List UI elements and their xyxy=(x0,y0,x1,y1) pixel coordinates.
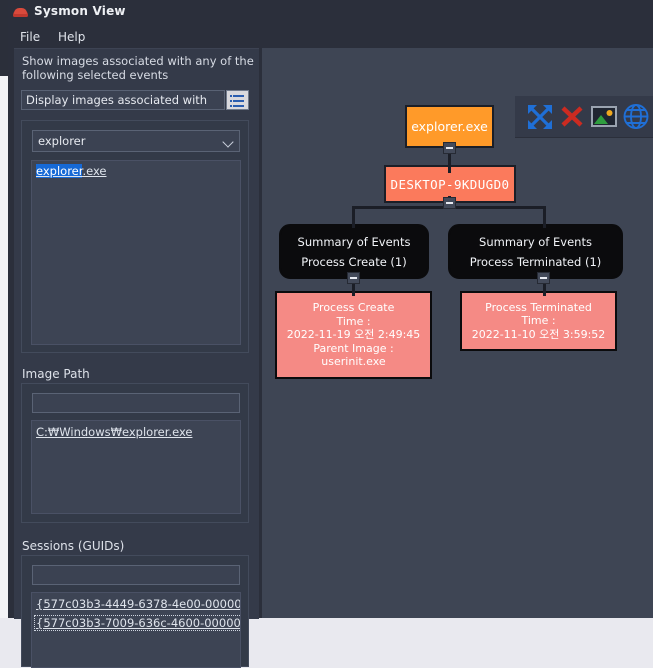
event-left-line5: userinit.exe xyxy=(321,355,386,369)
list-item[interactable]: {577c03b3-7009-636c-4600-000000000… xyxy=(34,615,240,631)
edge-summary-right-event xyxy=(543,276,546,296)
graph-toolbar xyxy=(515,96,653,138)
sessions-group: {577c03b3-4449-6378-4e00-000000000… {577… xyxy=(21,555,249,668)
event-right-line2: Time : xyxy=(521,314,556,328)
image-path-list[interactable]: C:₩Windows₩explorer.exe xyxy=(31,420,241,514)
close-x-glyph xyxy=(561,106,583,127)
globe-icon[interactable] xyxy=(621,102,651,131)
menu-item-help[interactable]: Help xyxy=(58,30,86,44)
image-name-rest: .exe xyxy=(82,164,107,178)
node-summary-left-line1: Summary of Events xyxy=(297,234,411,249)
list-item[interactable]: {577c03b3-4449-6378-4e00-000000000… xyxy=(36,597,241,611)
event-left-line3: 2022-11-19 오전 2:49:45 xyxy=(286,328,421,342)
image-filter-value: explorer xyxy=(38,134,86,148)
collapse-handle-host[interactable] xyxy=(443,197,456,209)
node-event-left[interactable]: Process Create Time : 2022-11-19 오전 2:49… xyxy=(275,291,432,379)
sidebar-hint: Show images associated with any of the f… xyxy=(22,54,254,82)
node-summary-right-line1: Summary of Events xyxy=(479,234,592,249)
image-path-search-input[interactable] xyxy=(32,393,240,413)
edge-summary-left-event xyxy=(352,276,355,296)
node-summary-right[interactable]: Summary of Events Process Terminated (1) xyxy=(448,224,623,279)
list-item[interactable]: C:₩Windows₩explorer.exe xyxy=(36,425,193,439)
event-right-line1: Process Terminated xyxy=(485,300,592,314)
event-left-line4: Parent Image : xyxy=(313,341,394,355)
sysmon-dome-icon xyxy=(13,6,28,20)
graph-canvas[interactable]: explorer.exe DESKTOP-9KDUGD0 Summary of … xyxy=(261,48,653,618)
image-name-match: explorer xyxy=(36,164,83,178)
collapse-handle-summary-right[interactable] xyxy=(537,272,550,284)
edge-process-host xyxy=(448,148,451,173)
sessions-search-input[interactable] xyxy=(32,565,240,585)
window-title: Sysmon View xyxy=(34,4,126,18)
event-right-line3: 2022-11-10 오전 3:59:52 xyxy=(471,327,606,341)
image-glyph xyxy=(591,106,617,127)
node-summary-right-line2: Process Terminated (1) xyxy=(469,254,602,269)
sessions-list[interactable]: {577c03b3-4449-6378-4e00-000000000… {577… xyxy=(31,592,241,668)
edge-branch-right xyxy=(543,206,546,228)
close-x-icon[interactable] xyxy=(557,102,587,131)
node-host-label: DESKTOP-9KDUGD0 xyxy=(390,176,510,192)
node-event-right[interactable]: Process Terminated Time : 2022-11-10 오전 … xyxy=(460,291,617,351)
event-filter-row: Display images associated with xyxy=(21,90,249,110)
event-left-line1: Process Create xyxy=(312,301,395,315)
sidebar-hint-line2: following selected events xyxy=(22,68,169,82)
chevron-down-icon xyxy=(222,136,234,148)
image-path-label: Image Path xyxy=(22,367,90,381)
node-process-label: explorer.exe xyxy=(411,119,488,134)
menu-bar: File Help xyxy=(8,26,653,48)
image-filter-select[interactable]: explorer xyxy=(32,130,240,152)
sidebar-panel: Show images associated with any of the f… xyxy=(14,48,259,668)
title-bar: Sysmon View xyxy=(8,0,653,26)
image-path-group: C:₩Windows₩explorer.exe xyxy=(21,383,249,523)
sidebar-hint-line1: Show images associated with any of the xyxy=(22,54,254,68)
menu-item-file[interactable]: File xyxy=(20,30,41,44)
event-filter-input[interactable]: Display images associated with xyxy=(21,90,225,110)
collapse-handle-process[interactable] xyxy=(443,142,456,154)
image-icon[interactable] xyxy=(589,102,619,131)
image-group: explorer explorer.exe xyxy=(21,120,249,353)
expand-arrows-glyph xyxy=(528,105,552,129)
globe-glyph xyxy=(623,104,649,129)
list-item[interactable]: explorer.exe xyxy=(36,164,107,178)
main-window: Sysmon View File Help Show images associ… xyxy=(8,0,653,668)
collapse-handle-summary-left[interactable] xyxy=(347,272,360,284)
image-list[interactable]: explorer.exe xyxy=(31,160,241,345)
expand-arrows-icon[interactable] xyxy=(525,102,555,131)
event-left-line2: Time : xyxy=(336,314,371,328)
node-summary-left[interactable]: Summary of Events Process Create (1) xyxy=(279,224,429,279)
edge-branch-left xyxy=(352,206,355,228)
sessions-label: Sessions (GUIDs) xyxy=(22,539,125,553)
node-summary-left-line2: Process Create (1) xyxy=(301,254,407,269)
list-icon[interactable] xyxy=(226,90,249,110)
